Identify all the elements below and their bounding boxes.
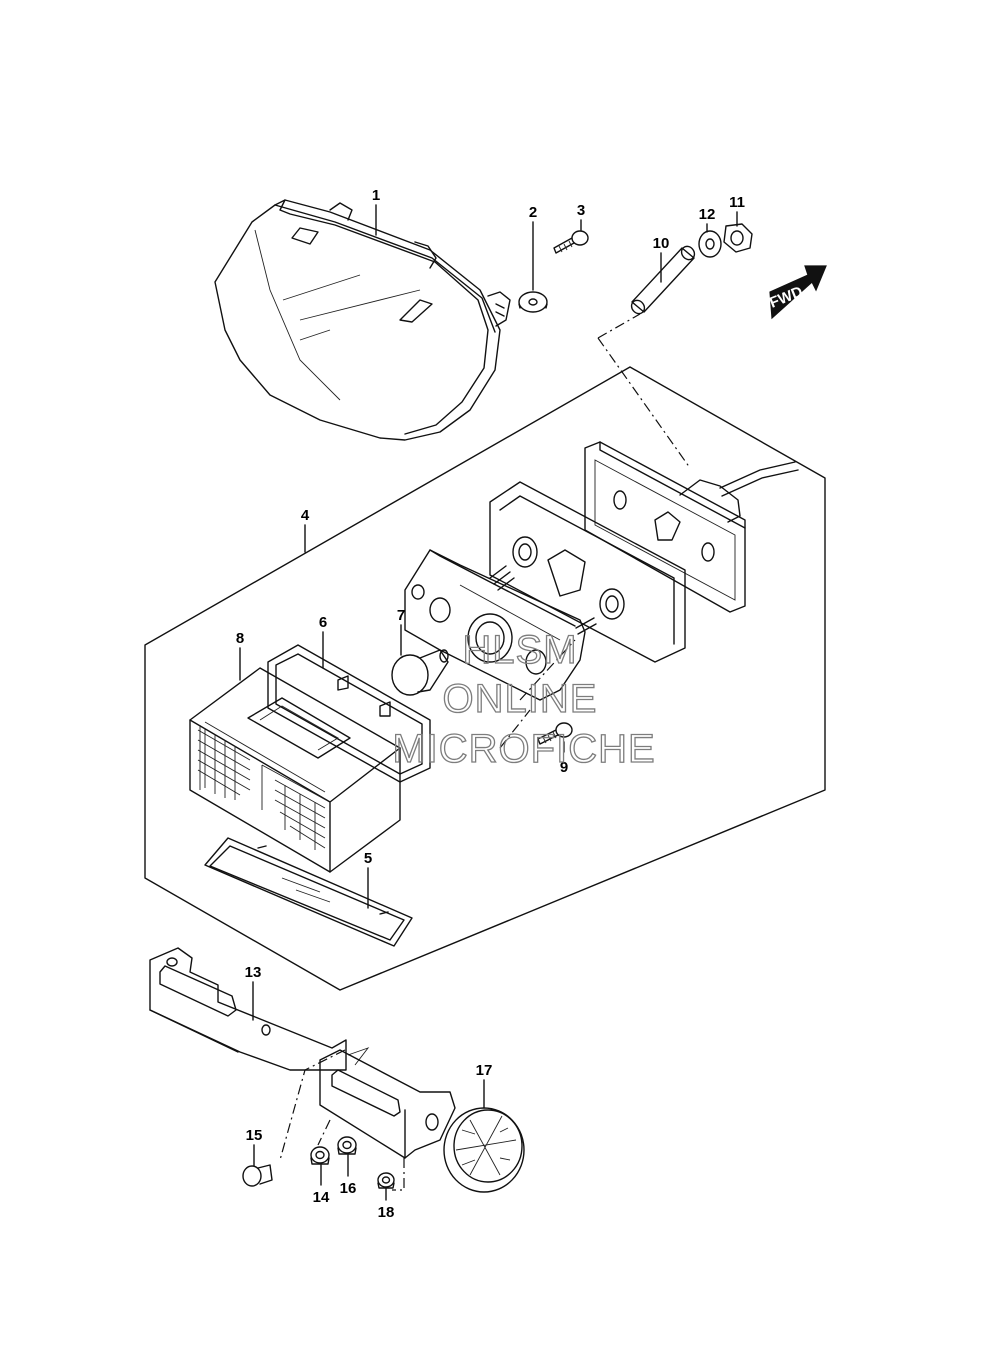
callout-16: 16 [340,1180,357,1197]
callout-1: 1 [372,187,380,204]
callout-14: 14 [313,1189,330,1206]
watermark-line-3: MICROFICHE [392,727,655,771]
callout-9: 9 [560,759,568,776]
part-7-bulb[interactable] [391,649,449,696]
part-11-nut[interactable] [723,223,753,253]
callout-12: 12 [699,206,716,223]
part-15-bolt[interactable] [242,1164,273,1187]
part-8-lens[interactable] [189,667,401,873]
callout-10: 10 [653,235,670,252]
part-16-collar[interactable] [337,1136,357,1155]
callout-labels: 1 2 3 4 5 6 7 8 9 10 11 12 13 14 15 16 1… [236,187,745,1221]
fwd-label: FWD [767,283,805,312]
leader-lines [239,204,738,1201]
lamp-socket-body[interactable] [489,481,686,663]
lens-reflector-texture [197,728,326,850]
part-13-bracket[interactable] [149,947,347,1071]
callout-8: 8 [236,630,244,647]
callout-15: 15 [246,1127,263,1144]
part-14-nut[interactable] [310,1146,330,1165]
part-2-washer[interactable] [518,291,548,313]
callout-7: 7 [397,607,405,624]
callout-17: 17 [476,1062,493,1079]
part-1-tail-lamp-housing[interactable] [214,199,511,441]
callout-2: 2 [529,204,537,221]
assembly-box-outline [144,366,826,991]
callout-18: 18 [378,1204,395,1221]
part-18-nut[interactable] [377,1172,395,1189]
watermark-line-2: ONLINE [443,677,598,721]
part-6-gasket[interactable] [267,644,431,783]
part-5-plate[interactable] [204,837,413,947]
callout-4: 4 [301,507,310,524]
part-3-screw[interactable] [553,230,589,254]
watermark-line-1: HLSM [462,628,577,672]
watermark: HLSM ONLINE MICROFICHE [392,627,656,771]
bulb-holder-frame[interactable] [404,549,597,701]
callout-5: 5 [364,850,372,867]
callout-13: 13 [245,964,262,981]
part-10-collar[interactable] [629,244,697,316]
fwd-arrow-icon: FWD [767,265,827,320]
callout-3: 3 [577,202,585,219]
part-17-reflector[interactable] [443,1107,525,1193]
assembly-guide-lines [279,313,691,1191]
part-9-screw[interactable] [537,722,573,745]
part-13-lower-bracket[interactable] [319,1049,456,1159]
part-12-washer[interactable] [698,230,722,258]
callout-11: 11 [729,194,745,211]
callout-6: 6 [319,614,327,631]
part-4-base-plate[interactable] [584,441,799,613]
